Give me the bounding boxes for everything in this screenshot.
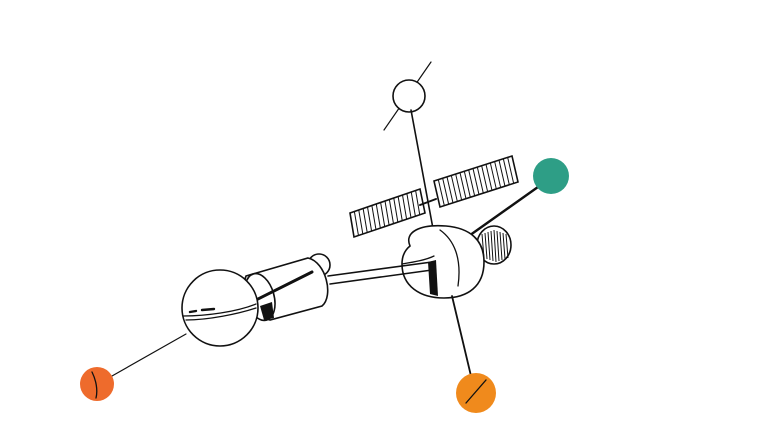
panel-connector <box>419 198 437 206</box>
cylinder-rib <box>490 230 494 262</box>
panel-stripe <box>415 190 421 215</box>
panel-stripe <box>406 193 412 218</box>
center-rod-lower <box>329 269 433 285</box>
panel-stripe <box>468 169 476 197</box>
cylinder-rib <box>493 229 497 263</box>
panel-stripe <box>450 175 458 202</box>
orange-ball-bottom-mark <box>465 379 487 404</box>
ribbed-cylinder <box>476 225 512 265</box>
left-sphere <box>181 269 259 347</box>
panel-stripe <box>481 165 489 192</box>
top-ball <box>392 79 426 113</box>
rod-to-left-orange-ball <box>111 333 187 377</box>
panel-stripe <box>388 199 394 224</box>
panel-stripe <box>459 172 467 199</box>
top-sphere <box>383 61 432 131</box>
panel-stripe <box>358 209 364 235</box>
cylinder-rib <box>484 232 488 260</box>
panel-stripe <box>375 203 381 229</box>
panel-stripe <box>437 179 445 206</box>
panel-stripe <box>362 208 368 233</box>
cylinder-rib <box>487 231 491 261</box>
panel-stripe <box>410 191 416 217</box>
panel-stripe <box>384 200 390 226</box>
panel-stripe <box>371 205 377 230</box>
center-rod-upper <box>327 261 433 277</box>
panel-stripe <box>494 161 502 188</box>
lower-vertical-rod <box>451 295 472 377</box>
upper-vertical-rod <box>410 109 435 235</box>
panel-stripe <box>402 194 408 220</box>
right-panel <box>433 154 519 209</box>
right-hub <box>401 224 485 299</box>
cylinder-rib <box>505 233 509 259</box>
cylinder-rib <box>502 232 506 260</box>
orange-ball-left <box>80 367 114 401</box>
panel-stripe <box>507 157 515 184</box>
cylinder-rib <box>496 230 500 262</box>
panel-stripe <box>502 158 510 185</box>
orange-ball-left-mark <box>91 371 98 399</box>
cylinder-rod <box>250 270 314 304</box>
panel-stripe <box>393 197 399 223</box>
panel-stripe <box>442 178 450 205</box>
panel-stripe <box>485 164 493 191</box>
orange-ball-bottom <box>456 373 496 413</box>
left-panel <box>349 187 426 239</box>
rod-to-teal-ball <box>464 180 547 240</box>
cylinder-rib <box>499 231 503 261</box>
panel-stripe <box>353 211 359 236</box>
teal-ball <box>533 158 569 194</box>
panel-stripe <box>489 162 497 190</box>
panel-stripe <box>498 160 506 187</box>
panel-stripe <box>380 202 386 227</box>
panel-stripe <box>397 196 403 221</box>
panel-stripe <box>367 206 373 232</box>
panel-stripe <box>476 166 484 194</box>
panel-stripe <box>446 176 454 203</box>
panel-stripe <box>463 171 471 198</box>
panel-stripe <box>472 168 480 195</box>
panel-stripe <box>455 173 463 201</box>
